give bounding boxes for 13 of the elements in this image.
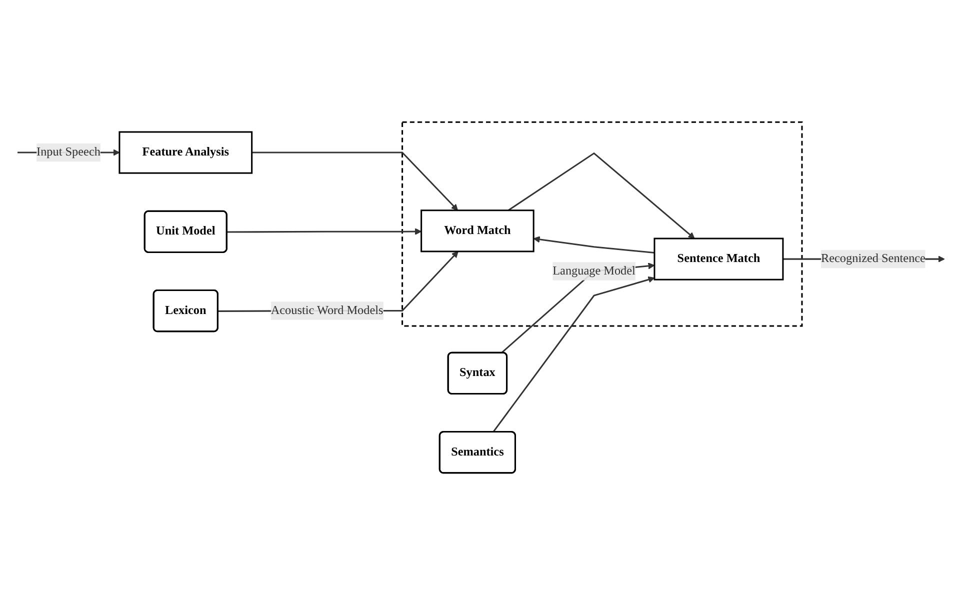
cluster xyxy=(402,121,803,327)
arrow xyxy=(227,228,422,235)
node-box: Feature Analysis xyxy=(118,131,253,174)
edge-label: Input Speech xyxy=(36,146,100,159)
edge-label: Recognized Sentence xyxy=(821,252,926,266)
edge-label: Acoustic Word Models xyxy=(270,304,384,317)
arrow xyxy=(492,276,655,433)
edge-label: Language Model xyxy=(552,264,636,278)
arrow xyxy=(508,152,695,239)
node-box: Sentence Match xyxy=(654,238,784,280)
arrow xyxy=(533,236,655,254)
arrow xyxy=(252,152,458,211)
node-box: Word Match xyxy=(420,210,534,252)
